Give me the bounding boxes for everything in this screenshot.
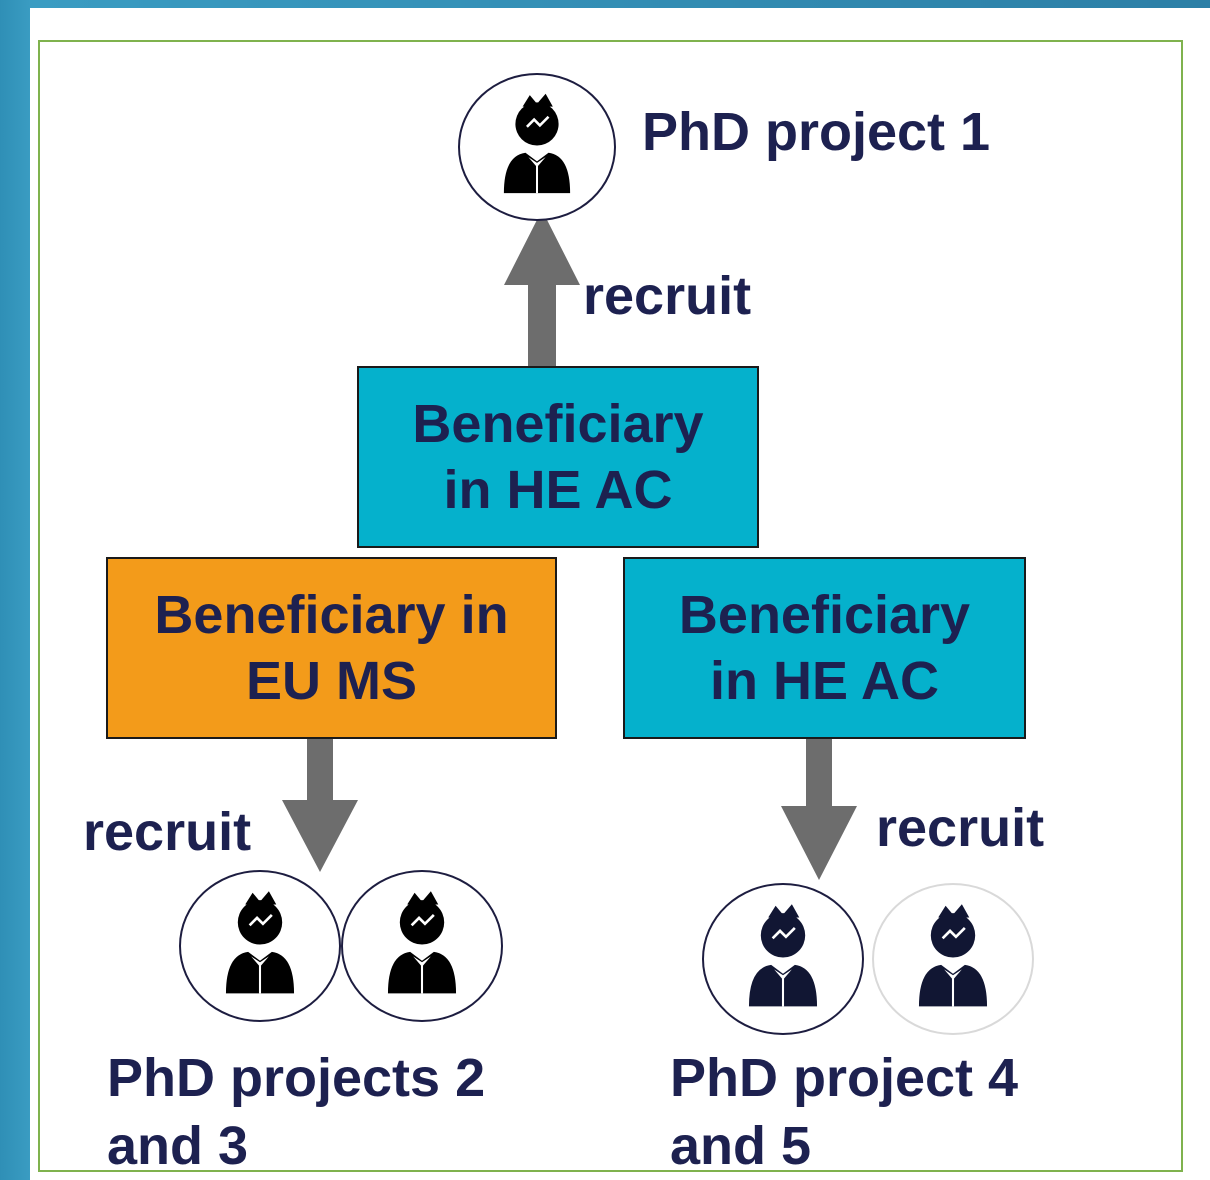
phd-projects-2-3-label-line-1: PhD projects 2 bbox=[107, 1048, 486, 1108]
beneficiary-he-ac-right-box: Beneficiary in HE AC bbox=[623, 557, 1026, 739]
box-line-1: Beneficiary bbox=[412, 394, 704, 454]
person-icon bbox=[387, 891, 457, 994]
phd-projects-4-5-label-line-2: and 5 bbox=[670, 1116, 812, 1176]
phd-avatar-2 bbox=[179, 870, 341, 1022]
phd-project-1-label: PhD project 1 bbox=[642, 102, 991, 162]
phd-avatar-5 bbox=[872, 883, 1034, 1035]
box-line-1: Beneficiary bbox=[678, 585, 971, 645]
phd-projects-2-3-label-line-2: and 3 bbox=[107, 1116, 249, 1176]
person-icon bbox=[503, 93, 571, 194]
box-line-2: in HE AC bbox=[710, 651, 939, 711]
person-icon bbox=[918, 904, 988, 1007]
person-icon bbox=[225, 891, 295, 994]
box-line-1: Beneficiary in bbox=[154, 585, 509, 645]
person-icon bbox=[748, 904, 818, 1007]
beneficiary-he-ac-center-box: Beneficiary in HE AC bbox=[357, 366, 759, 548]
box-line-2: EU MS bbox=[245, 651, 417, 711]
recruit-label-right: recruit bbox=[876, 798, 1045, 858]
box-line-2: in HE AC bbox=[443, 460, 673, 520]
diagram-frame bbox=[38, 40, 1183, 1172]
recruit-label-top: recruit bbox=[583, 266, 752, 326]
phd-avatar-3 bbox=[341, 870, 503, 1022]
phd-avatar-1 bbox=[458, 73, 616, 221]
phd-projects-4-5-label-line-1: PhD project 4 bbox=[670, 1048, 1019, 1108]
recruit-label-left: recruit bbox=[83, 802, 252, 862]
phd-avatar-4 bbox=[702, 883, 864, 1035]
beneficiary-eu-ms-box: Beneficiary in EU MS bbox=[106, 557, 557, 739]
